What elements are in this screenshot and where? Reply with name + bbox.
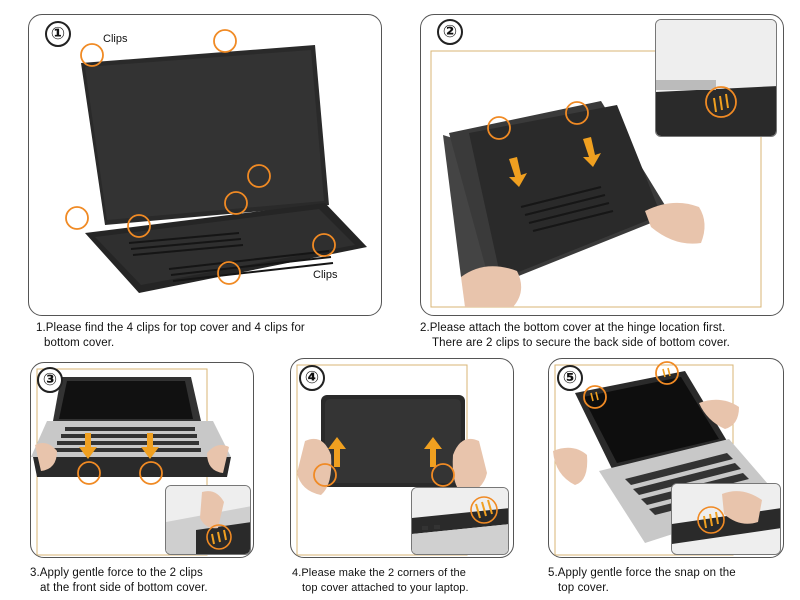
inset-illustration xyxy=(672,484,780,554)
step-2-illustration xyxy=(430,50,762,308)
clip-circle-marker xyxy=(313,463,337,487)
clip-circle-marker xyxy=(312,233,336,257)
clip-circle-marker xyxy=(224,191,248,215)
step-5-detail-inset xyxy=(671,483,781,555)
caption-line: 5.Apply gentle force the snap on the xyxy=(548,567,736,579)
step-1-caption: 1.Please find the 4 clips for top cover … xyxy=(36,321,305,351)
clip-circle-marker xyxy=(217,261,241,285)
step-1-panel: ① Clips Clips xyxy=(28,14,382,316)
step-5-caption: 5.Apply gentle force the snap on the top… xyxy=(548,566,736,596)
clip-circle-marker xyxy=(127,214,151,238)
step-4-panel: ④ xyxy=(290,358,514,558)
step-5-panel: ⑤ xyxy=(548,358,784,558)
inset-illustration xyxy=(656,20,776,136)
step-2-detail-inset xyxy=(655,19,777,137)
step-4-illustration xyxy=(296,364,487,556)
clip-circle-marker xyxy=(583,385,607,409)
caption-line: 2.Please attach the bottom cover at the … xyxy=(420,322,726,334)
caption-line: top cover attached to your laptop. xyxy=(302,582,469,594)
clip-circle-marker xyxy=(213,29,237,53)
caption-line: bottom cover. xyxy=(44,337,115,349)
step-number-circle: ③ xyxy=(37,367,63,393)
clips-label-top: Clips xyxy=(103,33,128,45)
step-number-circle: ④ xyxy=(299,365,325,391)
step-3-detail-inset xyxy=(165,485,251,555)
step-number-circle: ⑤ xyxy=(557,365,583,391)
clips-label-bottom: Clips xyxy=(313,269,338,281)
step-4-detail-inset xyxy=(411,487,509,555)
clip-circle-marker xyxy=(65,206,89,230)
clip-circle-marker xyxy=(487,116,511,140)
clip-circle-marker xyxy=(139,461,163,485)
caption-line: 3.Apply gentle force to the 2 clips xyxy=(30,567,203,579)
clip-circle-marker xyxy=(247,164,271,188)
inset-illustration xyxy=(166,486,250,554)
clip-circle-marker xyxy=(431,463,455,487)
clip-circle-marker xyxy=(655,361,679,385)
clip-circle-marker xyxy=(697,506,725,534)
step-3-panel: ③ xyxy=(30,362,254,558)
clip-circle-marker xyxy=(705,86,737,118)
step-4-caption: 4.Please make the 2 corners of the top c… xyxy=(292,566,469,596)
step-3-illustration xyxy=(31,368,231,556)
caption-line: at the front side of bottom cover. xyxy=(40,582,208,594)
clip-circle-marker xyxy=(565,101,589,125)
step-2-caption: 2.Please attach the bottom cover at the … xyxy=(420,321,730,351)
caption-line: 1.Please find the 4 clips for top cover … xyxy=(36,322,305,334)
step-number-circle: ② xyxy=(437,19,463,45)
step-3-caption: 3.Apply gentle force to the 2 clips at t… xyxy=(30,566,208,596)
step-2-panel: ② xyxy=(420,14,784,316)
step-1-illustration xyxy=(65,29,367,293)
clip-circle-marker xyxy=(77,461,101,485)
caption-line: There are 2 clips to secure the back sid… xyxy=(432,337,730,349)
caption-line: 4.Please make the 2 corners of the xyxy=(292,567,466,579)
inset-illustration xyxy=(412,488,508,554)
step-number-circle: ① xyxy=(45,21,71,47)
clip-circle-marker xyxy=(206,524,232,550)
clip-circle-marker xyxy=(470,496,498,524)
clip-circle-marker xyxy=(80,43,104,67)
caption-line: top cover. xyxy=(558,582,609,594)
